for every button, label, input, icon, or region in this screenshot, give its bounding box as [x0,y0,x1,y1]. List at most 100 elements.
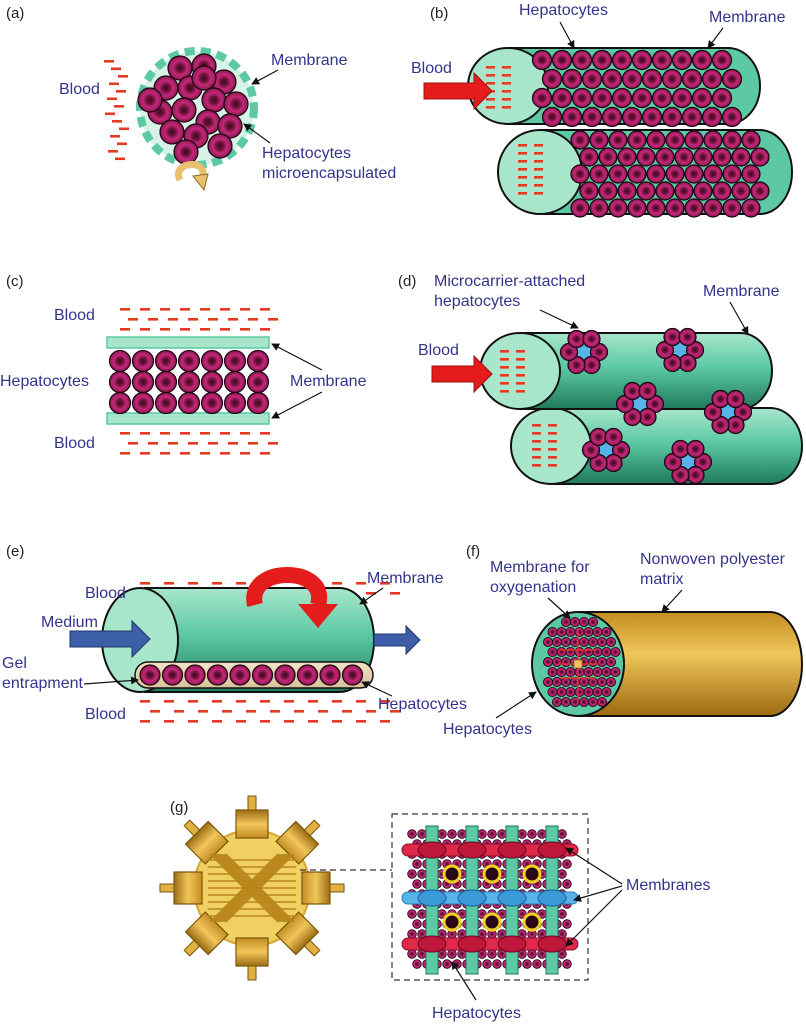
blood-dash [516,382,525,385]
blood-dash [500,366,509,369]
panel-e-gel-label: Gel [2,655,27,672]
blood-dash [534,168,543,171]
blood-dash [486,82,495,85]
blood-dash [212,700,222,703]
hepatocyte-cell [601,647,612,658]
panel-d: (d) Blood Microcarrier-attached hepatocy… [398,273,803,485]
blood-dash [518,144,527,147]
hepatocyte-cell [731,147,751,167]
blood-dash [220,452,230,455]
hepatocyte-cell [207,133,233,159]
hepatocyte-cell [588,677,599,688]
hepatocyte-cell [617,181,637,201]
blood-dash [180,432,190,435]
blood-dash [140,308,150,311]
blood-dash [140,582,150,585]
hepatocyte-cell [631,87,653,109]
hepatocyte-cell [557,909,567,919]
hepatocyte-cell [691,87,713,109]
panel-c-blood-bottom-label: Blood [54,435,95,452]
blood-dash [390,710,400,713]
blood-dash [246,710,256,713]
panel-e-hepatocytes-label: Hepatocytes [378,696,467,713]
hepatocyte-cell [601,667,612,678]
hepatocyte-cell [562,879,572,889]
hepatocyte-cell [561,68,583,90]
blood-dash [116,90,126,93]
blood-dash [260,700,270,703]
blood-dash [284,720,294,723]
blood-dash [140,328,150,331]
hepatocyte-cell [570,198,590,218]
hepatocyte-cell [477,829,487,839]
blood-dash [260,432,270,435]
blood-dash [502,90,511,93]
blood-dash [332,582,342,585]
hepatocyte-cell [636,181,656,201]
hepatocyte-cell [601,687,612,698]
hepatocyte-cell [661,68,683,90]
panel-g: (g) Membranes Hepatocytes [159,795,710,1022]
hepatocyte-cell [223,370,247,394]
hepatocyte-cell [655,147,675,167]
blood-dash [534,144,543,147]
hepatocyte-cell [527,829,537,839]
medium-outflow-arrow [373,624,421,656]
blood-dash [160,308,170,311]
blood-dash [380,582,390,585]
membrane-fiber-red [401,843,579,857]
hepatocyte-cell [579,637,590,648]
hepatocyte-cell [579,181,599,201]
panel-a-letter: (a) [6,5,24,22]
hepatocyte-cell [604,427,623,447]
blood-dash [200,328,210,331]
blood-dash [222,710,232,713]
hepatocyte-cell [543,677,554,688]
blood-dash [180,452,190,455]
blood-dash [200,432,210,435]
hepatocyte-cell [579,697,590,708]
hepatocyte-cell [131,349,155,373]
capillary-membrane-network [401,825,579,975]
panel-d-membrane-label: Membrane [703,283,780,300]
panel-c: (c) Blood Hepatocytes Membrane Blood [0,273,367,455]
blood-dash [518,152,527,155]
hepatocyte-cell [741,130,761,150]
blood-dash [148,318,158,321]
blood-dash [532,424,541,427]
blood-dash [518,176,527,179]
blood-dash [188,582,198,585]
hepatocyte-cell [551,49,573,71]
hepatocyte-cell [139,664,161,686]
blood-dash [356,582,366,585]
hepatocyte-cell [547,647,558,658]
blood-dash [534,160,543,163]
hepatocyte-cell [638,381,657,401]
membrane-fiber-red [401,937,579,951]
hepatocyte-cell [177,370,201,394]
blood-dash [548,432,557,435]
hepatocyte-cell [407,929,417,939]
hepatocyte-cell [601,106,623,128]
blood-dash [532,440,541,443]
hepatocyte-cell [561,617,572,628]
blood-dash [318,710,328,713]
blood-dash [534,176,543,179]
hepatocyte-cell [229,664,251,686]
hepatocyte-cell [171,97,197,123]
hepatocyte-cell [693,181,713,201]
hepatocyte-cell [154,391,178,415]
hepatocyte-cell [661,106,683,128]
blood-dash [284,700,294,703]
hepatocyte-cell [589,164,609,184]
oxygenation-fiber-ring [442,912,462,932]
blood-dash [502,98,511,101]
hepatocyte-cell [721,68,743,90]
blood-dash [236,700,246,703]
hepatocyte-cell [417,869,427,879]
hepatocyte-cell [487,949,497,959]
hepatocyte-cell [686,439,705,459]
hepatocyte-cell [598,147,618,167]
blood-dash [366,710,376,713]
blood-dash [380,700,390,703]
